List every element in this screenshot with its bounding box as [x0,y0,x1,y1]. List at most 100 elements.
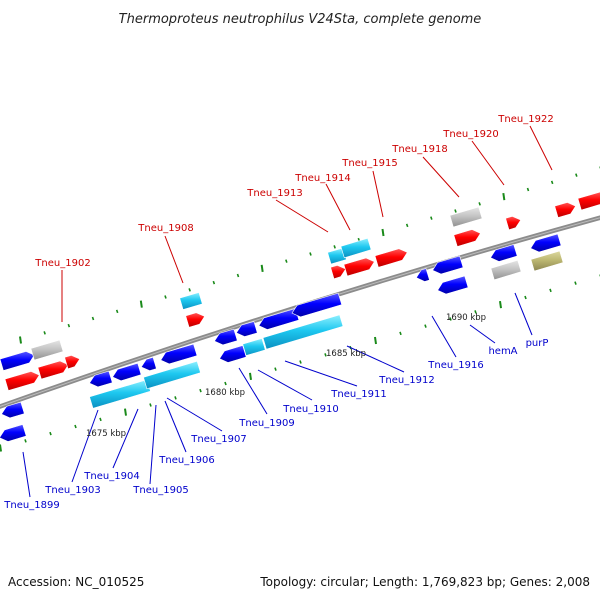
tick-mark [550,180,554,185]
gene-feature-25 [374,248,408,268]
tick-mark [474,310,477,314]
tick-mark [174,396,177,400]
tick-mark [309,252,312,256]
leader-line [431,315,457,358]
gene-feature-13 [143,360,201,390]
gene-label-tneu-1910: Tneu_1910 [282,404,338,415]
gene-feature-33 [490,244,518,262]
tick-mark [424,324,427,328]
leader-line [346,345,405,373]
tick-mark [49,431,52,436]
leader-line [275,199,329,233]
gene-feature-14 [179,292,203,310]
tick-mark [19,336,22,344]
gene-label-tneu-1918: Tneu_1918 [391,144,447,155]
tick-mark [139,300,143,308]
gene-feature-19 [291,292,343,318]
gene-feature-6 [1,401,25,419]
leader-line [372,170,384,218]
leader-line [422,156,460,198]
gene-label-tneu-1907: Tneu_1907 [190,434,246,445]
tick-mark [0,444,2,452]
forward-gene-labels: Tneu_1902 Tneu_1908 Tneu_1913 Tneu_1914 … [34,114,553,269]
gene-feature-32 [453,229,481,247]
gene-feature-24 [343,257,375,277]
leader-line [325,183,351,231]
tick-mark [502,193,506,201]
gene-feature-16 [214,328,238,346]
topology-summary-text: Topology: circular; Length: 1,769,823 bp… [259,575,590,589]
gene-label-tneu-1903: Tneu_1903 [44,485,100,496]
leader-line [469,324,496,344]
kbp-markers: 1675 kbp 1680 kbp 1685 kbp 1690 kbp [86,313,486,439]
kbp-marker-1675: 1675 kbp [86,429,126,439]
gene-feature-4 [37,360,69,380]
tick-mark [405,223,409,228]
gene-feature-37 [530,250,564,272]
tick-mark [74,424,77,429]
tick-mark [91,316,95,321]
tick-mark [43,331,46,335]
gene-label-tneu-1915: Tneu_1915 [341,158,397,169]
accession-text: Accession: NC_010525 [8,575,144,589]
gene-feature-27 [340,237,372,259]
tick-mark [285,259,288,263]
gene-feature-3 [4,371,40,391]
leader-line [166,397,223,432]
tick-mark [430,216,433,220]
leader-line [164,400,187,453]
gene-label-tneu-1899: Tneu_1899 [3,500,59,511]
gene-label-tneu-1922: Tneu_1922 [497,114,553,125]
leader-line [164,235,184,284]
gene-feature-18 [258,308,300,330]
tick-mark [188,288,191,292]
leader-line [529,125,553,171]
gene-feature-12 [89,379,151,409]
gene-feature-7 [0,424,27,442]
tick-mark [274,367,277,371]
leader-line [149,404,157,485]
tick-mark [164,295,167,299]
gene-feature-15 [185,312,206,328]
tick-mark [212,280,216,285]
tick-mark [499,301,502,309]
gene-features [0,191,600,442]
tick-mark [449,317,452,321]
kbp-marker-1685: 1685 kbp [326,349,366,359]
gene-feature-31 [449,206,483,228]
tick-mark [575,173,578,177]
tick-mark [526,187,530,192]
tick-mark [324,353,327,357]
gene-label-tneu-1912: Tneu_1912 [378,375,434,386]
gene-label-tneu-1909: Tneu_1909 [238,418,294,429]
tick-mark [249,372,252,380]
kbp-marker-1690: 1690 kbp [446,313,486,323]
leader-line [257,369,313,401]
gene-feature-34 [490,259,522,281]
gene-label-tneu-1902: Tneu_1902 [34,258,90,269]
tick-mark [224,381,227,386]
gene-label-tneu-1920: Tneu_1920 [442,129,498,140]
leader-line [284,360,358,387]
leader-line [471,140,505,186]
tick-mark [236,273,240,278]
leader-line [514,292,533,336]
gene-feature-38 [554,202,577,218]
tick-mark [149,403,152,407]
gene-label-tneu-1913: Tneu_1913 [246,188,302,199]
gene-label-tneu-1904: Tneu_1904 [83,471,139,482]
map-title: Thermoproteus neutrophilus V24Sta, compl… [119,12,482,27]
gene-label-tneu-1905: Tneu_1905 [132,485,188,496]
gene-feature-28 [415,268,430,282]
leader-line [238,367,268,415]
label-leader-lines [22,125,553,498]
gene-feature-26 [327,247,347,265]
gene-feature-35 [505,215,522,231]
tick-mark [67,323,71,328]
gene-feature-23 [330,264,347,280]
gene-feature-5 [64,354,81,370]
tick-mark [549,288,552,293]
gene-label-tneu-1906: Tneu_1906 [158,455,214,466]
gene-label-tneu-1916: Tneu_1916 [427,360,483,371]
